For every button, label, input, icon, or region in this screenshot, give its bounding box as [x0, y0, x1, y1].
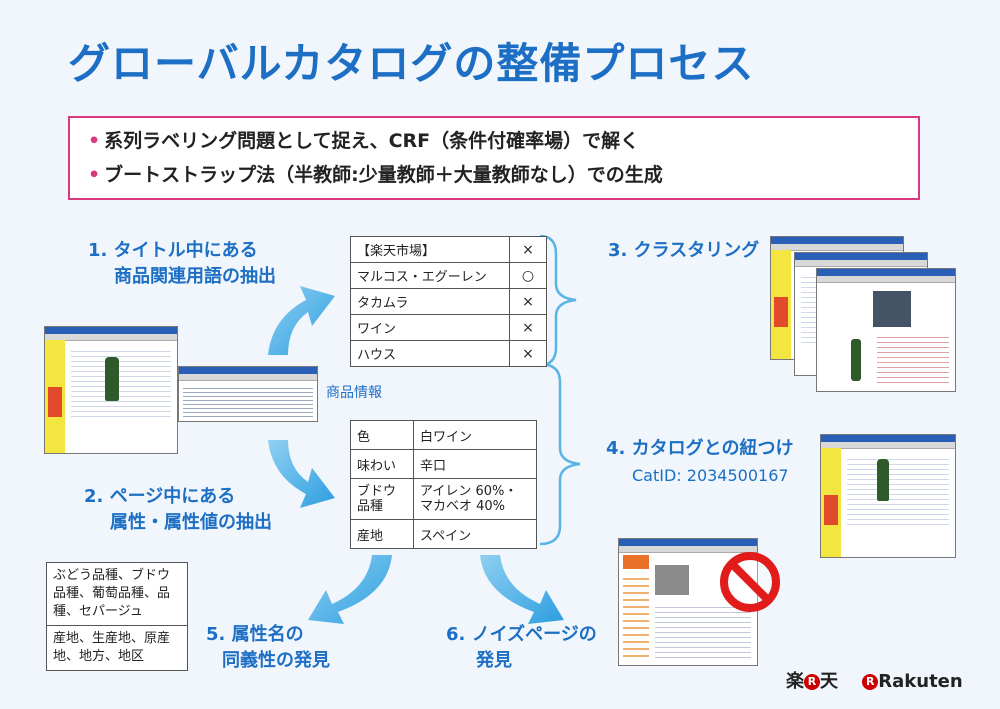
step-5-label: 5. 属性名の 同義性の発見	[206, 624, 330, 671]
bullet-dot-icon: •	[88, 130, 101, 152]
no-entry-icon	[720, 552, 780, 612]
bullet-dot-icon: •	[88, 164, 101, 186]
catalog-page-thumbnail	[820, 434, 956, 558]
table-row: 【楽天市場】×	[350, 236, 547, 263]
term-table: 【楽天市場】× マルコス・エグーレン○ タカムラ× ワイン× ハウス×	[350, 236, 547, 367]
bracket-upper	[539, 234, 577, 368]
wine-bottle-icon	[877, 459, 889, 501]
step-3-label: 3. クラスタリング	[608, 240, 760, 261]
table-row: 味わい辛口	[350, 449, 537, 479]
table-row: ブドウ 品種アイレン 60%・ マカベオ 40%	[350, 478, 537, 520]
wine-bottle-icon	[105, 357, 119, 401]
product-image-icon	[873, 291, 911, 327]
synonym-box: ぶどう品種、ブドウ品種、葡萄品種、品種、セパージュ 産地、生産地、原産地、地方、…	[46, 562, 188, 671]
summary-box: •系列ラベリング問題として捉え、CRF（条件付確率場）で解く •ブートストラップ…	[68, 116, 920, 200]
bullet-1: •系列ラベリング問題として捉え、CRF（条件付確率場）で解く	[88, 130, 640, 152]
bracket-lower	[539, 362, 581, 546]
wine-bottle-icon	[851, 339, 861, 381]
step-1-label: 1. タイトル中にある 商品関連用語の抽出	[88, 240, 276, 287]
arrow-down-icon	[268, 440, 335, 508]
catalog-id: CatID: 2034500167	[632, 466, 789, 485]
step-4-label: 4. カタログとの紐つけ	[606, 438, 794, 459]
table-row: 色白ワイン	[350, 420, 537, 450]
html-source-thumbnail	[178, 366, 318, 422]
product-info-label: 商品情報	[326, 385, 382, 401]
step-2-label: 2. ページ中にある 属性・属性値の抽出	[84, 486, 272, 533]
table-row: ワイン×	[350, 314, 547, 341]
synonym-group-1: ぶどう品種、ブドウ品種、葡萄品種、品種、セパージュ	[53, 568, 171, 619]
page-title: グローバルカタログの整備プロセス	[68, 39, 755, 88]
arrow-down-left-icon	[308, 555, 392, 624]
arrow-up-icon	[268, 286, 335, 355]
synonym-group-2: 産地、生産地、原産地、地方、地区	[47, 625, 187, 670]
table-row: ハウス×	[350, 340, 547, 367]
table-row: 産地スペイン	[350, 519, 537, 549]
step-6-label: 6. ノイズページの 発見	[446, 624, 597, 671]
attribute-table: 色白ワイン 味わい辛口 ブドウ 品種アイレン 60%・ マカベオ 40% 産地ス…	[350, 420, 537, 549]
bullet-2: •ブートストラップ法（半教師:少量教師＋大量教師なし）での生成	[88, 164, 663, 186]
cluster-page-thumbnail-3	[816, 268, 956, 392]
product-page-thumbnail	[44, 326, 178, 454]
table-row: タカムラ×	[350, 288, 547, 315]
table-row: マルコス・エグーレン○	[350, 262, 547, 289]
arrow-down-right-icon	[480, 555, 564, 624]
